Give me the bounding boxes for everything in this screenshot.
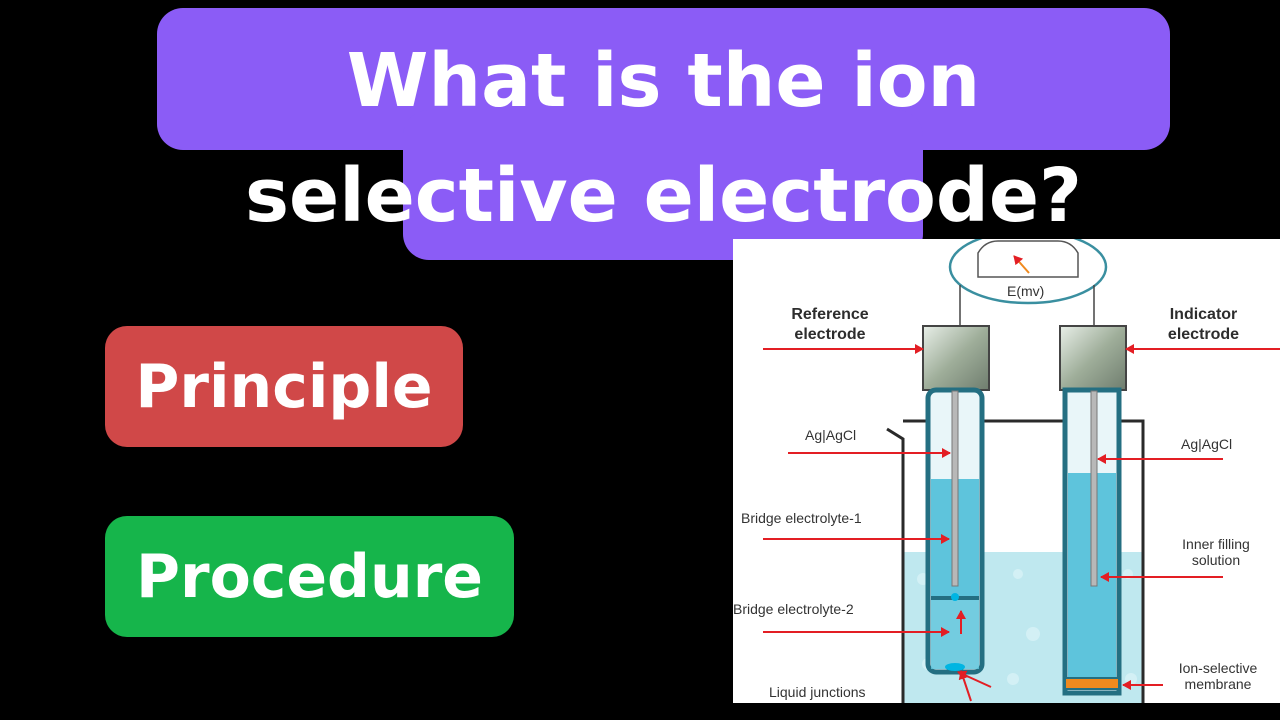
title-banner-bottom	[403, 110, 923, 260]
principle-button[interactable]: Principle	[105, 326, 463, 447]
indicator-electrode-line1: Indicator	[1169, 306, 1238, 323]
inner-filling-line1: Inner filling	[1182, 536, 1250, 552]
meter-needle	[1013, 255, 1030, 274]
pointer-arrows	[763, 344, 1280, 702]
reference-wire	[951, 390, 959, 587]
inner-filling-label: Inner filling solution	[1161, 536, 1271, 568]
bridge-electrolyte-1-label: Bridge electrolyte-1	[741, 510, 862, 526]
ion-selective-line1: Ion-selective	[1178, 660, 1258, 676]
ion-selective-line2: membrane	[1184, 676, 1252, 692]
ag-agcl-left-label: Ag|AgCl	[805, 427, 857, 443]
diagram-drawing	[763, 239, 1280, 703]
reference-electrode-line2: electrode	[794, 326, 866, 343]
bridge-electrolyte-2-label: Bridge electrolyte-2	[733, 601, 854, 617]
indicator-electrode-line2: electrode	[1167, 326, 1240, 343]
liquid-junctions-label: Liquid junctions	[769, 684, 866, 700]
page-title: What is the ion selective electrode?	[245, 38, 1082, 239]
indicator-wire	[1090, 390, 1098, 587]
ag-agcl-right-label: Ag|AgCl	[1181, 436, 1233, 452]
ion-selective-electrode-diagram: E(mv) Reference electrode Indicator elec…	[733, 239, 1280, 703]
indicator-electrode-label: Indicator electrode	[1151, 305, 1256, 345]
indicator-cap	[1059, 325, 1127, 391]
inner-filling-line2: solution	[1191, 552, 1241, 568]
liquid-junction-upper	[951, 593, 959, 601]
procedure-button[interactable]: Procedure	[105, 516, 514, 637]
reference-cap	[922, 325, 990, 391]
meter-display	[977, 240, 1079, 278]
ion-selective-membrane	[1064, 677, 1120, 690]
meter-label: E(mv)	[1007, 283, 1045, 299]
reference-electrode-label: Reference electrode	[775, 305, 885, 345]
reference-electrode-line1: Reference	[791, 306, 869, 323]
ion-selective-label: Ion-selective membrane	[1163, 660, 1273, 692]
